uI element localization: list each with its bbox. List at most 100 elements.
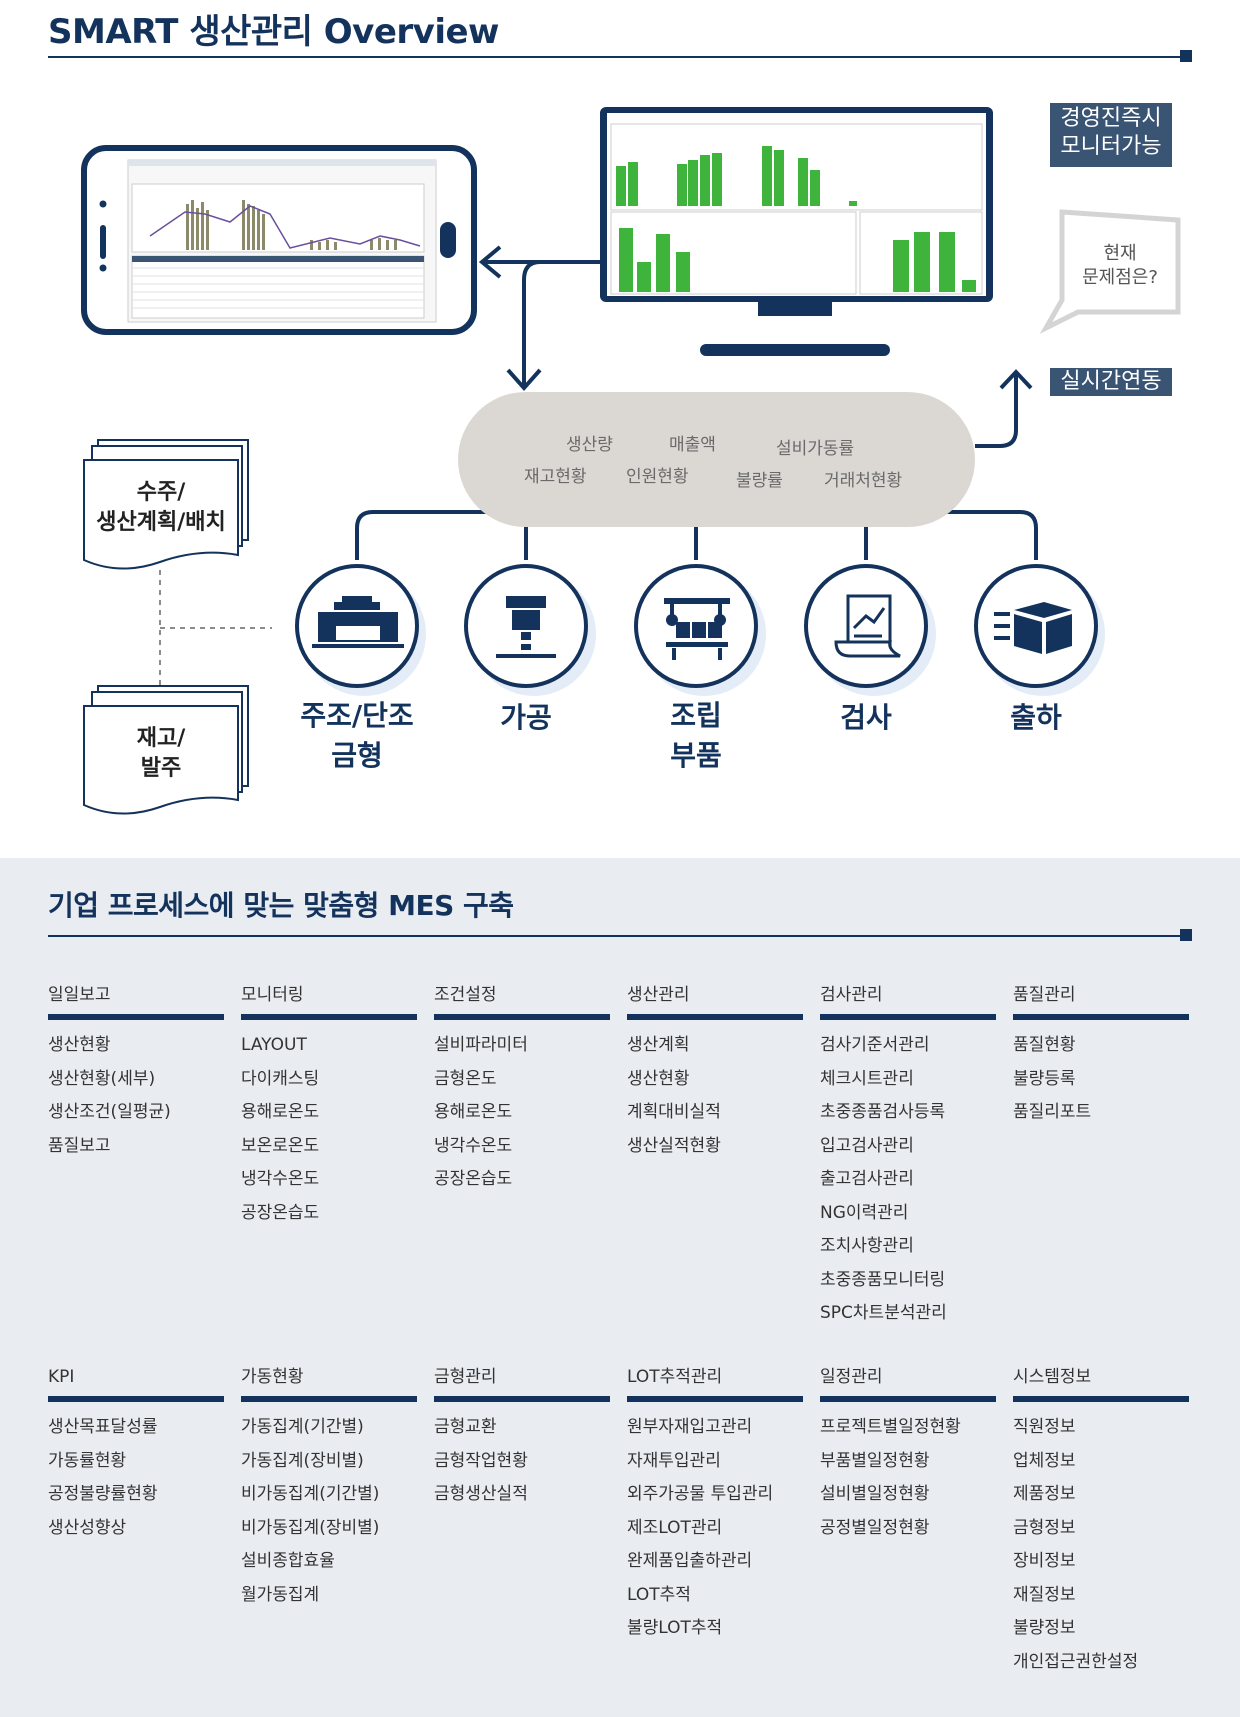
mes-menu-item: 비가동집계(장비별) <box>241 1517 380 1538</box>
mes-menu-item: 원부자재입고관리 <box>627 1417 753 1437</box>
shipping-box-icon <box>994 602 1072 654</box>
mes-menu-item: 검사기준서관리 <box>820 1035 930 1055</box>
mes-category-title: 일일보고 <box>48 984 224 1020</box>
mes-menu-item: 냉각수온도 <box>241 1169 320 1189</box>
kpi-manpower: 인원현황 <box>626 467 689 487</box>
mes-menu-item: 초중종품검사등록 <box>820 1102 946 1122</box>
process-label-shipping: 출하 <box>936 698 1136 738</box>
furnace-icon <box>312 596 404 648</box>
mes-menu-item: 품질현황 <box>1013 1035 1076 1055</box>
mes-menu-item: 불량정보 <box>1013 1618 1076 1638</box>
mes-menu-item: 금형생산실적 <box>434 1484 528 1504</box>
mes-menu-item: 공장온습도 <box>434 1169 513 1189</box>
mes-category-item-list: 가동집계(기간별)가동집계(장비별)비가동집계(기간별)비가동집계(장비별)설비… <box>241 1414 417 1615</box>
mes-category-title: LOT추적관리 <box>627 1366 803 1402</box>
mes-menu-item: 냉각수온도 <box>434 1135 513 1156</box>
mes-menu-item: 프로젝트별일정현황 <box>820 1417 961 1437</box>
mes-menu-item: LOT추적 <box>627 1584 691 1605</box>
mes-menu-item: 생산목표달성률 <box>48 1417 158 1437</box>
mes-menu-item: 개인접근권한설정 <box>1013 1651 1139 1672</box>
mes-menu-item: 금형작업현황 <box>434 1450 528 1471</box>
tag-realtime-sync: 실시간연동 <box>1050 368 1172 396</box>
connector-to-realtime <box>975 374 1018 448</box>
mes-title-divider <box>48 935 1180 937</box>
process-label-inspection: 검사 <box>766 698 966 738</box>
process-casting-line-1: 주조/단조 <box>300 699 414 732</box>
mes-category-title: 금형관리 <box>434 1366 610 1402</box>
document-label-order: 수주/ 생산계획/배치 <box>84 478 238 538</box>
mes-menu-item: SPC차트분석관리 <box>820 1303 947 1323</box>
mes-menu-item: 직원정보 <box>1013 1417 1076 1437</box>
doc-order-line-2: 생산계획/배치 <box>96 510 226 535</box>
doc-order-line-1: 수주/ <box>136 480 186 505</box>
process-shipping-line-1: 출하 <box>1010 701 1062 734</box>
mes-menu-item: 용해로온도 <box>434 1102 513 1122</box>
process-inspection-line-1: 검사 <box>840 701 892 734</box>
mes-menu-item: 불량LOT추적 <box>627 1618 723 1638</box>
mes-menu-item: 보온로온도 <box>241 1135 320 1156</box>
mes-menu-item: 업체정보 <box>1013 1450 1076 1471</box>
document-label-inventory: 재고/ 발주 <box>84 724 238 784</box>
mes-menu-item: 출고검사관리 <box>820 1169 914 1189</box>
title-divider <box>48 56 1180 58</box>
mes-menu-item: 공정별일정현황 <box>820 1517 930 1538</box>
arrow-up-icon <box>999 369 1033 390</box>
assembly-line-icon <box>664 598 730 660</box>
mes-menu-item: 생산실적현황 <box>627 1135 721 1156</box>
mobile-chart-bars <box>186 200 397 250</box>
mes-menu-item: 생산조건(일평균) <box>48 1102 171 1122</box>
connector-to-data-cloud <box>522 260 541 386</box>
kpi-inventory: 재고현황 <box>524 467 587 487</box>
page-title: SMART 생산관리 Overview <box>48 12 499 52</box>
mes-section-title: 기업 프로세스에 맞는 맞춤형 MES 구축 <box>48 889 514 922</box>
speech-bubble-text: 현재 문제점은? <box>1070 242 1170 290</box>
bubble-line-1: 현재 <box>1103 243 1137 264</box>
mes-category-title: 일정관리 <box>820 1366 996 1402</box>
speech-bubble <box>1039 209 1181 334</box>
mes-menu-item: 계획대비실적 <box>627 1102 721 1122</box>
mobile-phone-mockup <box>81 145 477 335</box>
kpi-sales: 매출액 <box>669 435 716 455</box>
mes-menu-item: 제조LOT관리 <box>627 1517 723 1538</box>
mes-menu-item: 외주가공물 투입관리 <box>627 1484 774 1504</box>
doc-inventory-line-2: 발주 <box>140 756 182 781</box>
mes-menu-item: 제품정보 <box>1013 1484 1076 1504</box>
mes-menu-item: 용해로온도 <box>241 1102 320 1122</box>
process-casting-line-2: 금형 <box>331 739 383 772</box>
mes-menu-item: 생산현황 <box>627 1068 690 1089</box>
mes-menu-item: 비가동집계(기간별) <box>241 1484 380 1504</box>
mes-menu-item: 완제품입출하관리 <box>627 1551 753 1571</box>
process-label-machining: 가공 <box>426 698 626 738</box>
mes-menu-item: 조치사항관리 <box>820 1236 914 1256</box>
mes-menu-item: 체크시트관리 <box>820 1068 914 1089</box>
mes-menu-item: 생산현황(세부) <box>48 1068 156 1089</box>
mes-menu-item: 생산성향상 <box>48 1517 127 1538</box>
mes-menu-item: NG이력관리 <box>820 1202 909 1223</box>
mes-menu-item: 금형정보 <box>1013 1517 1076 1538</box>
monitor-chart-bars <box>616 146 857 206</box>
data-cloud <box>458 392 975 527</box>
mes-category-title: 모니터링 <box>241 984 417 1020</box>
mes-menu-item: 금형온도 <box>434 1068 497 1089</box>
mes-menu-item: 다이캐스팅 <box>241 1068 320 1089</box>
process-machining-line-1: 가공 <box>500 701 552 734</box>
mes-category-title: 가동현황 <box>241 1366 417 1402</box>
mes-menu-item: 설비별일정현황 <box>820 1484 930 1504</box>
tag-monitor-line-1: 경영진즉시 <box>1060 106 1162 131</box>
